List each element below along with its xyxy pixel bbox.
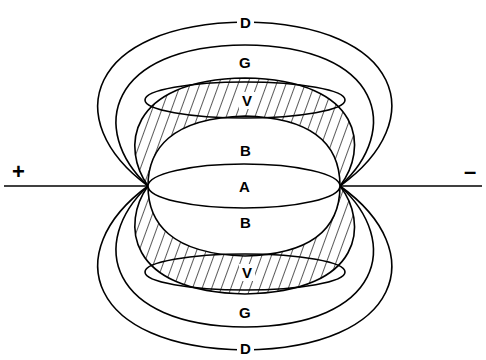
center-ellipse xyxy=(148,164,340,208)
region-letter: D xyxy=(237,340,254,357)
region-letter: B xyxy=(237,214,254,231)
band-rim xyxy=(145,82,345,118)
region-letter: V xyxy=(239,264,255,281)
region-letter: B xyxy=(237,142,254,159)
region-letter: V xyxy=(239,92,255,109)
field-line xyxy=(98,186,392,350)
region-letter: G xyxy=(236,304,254,321)
axis-line xyxy=(340,185,482,187)
polarity-sign: + xyxy=(10,161,27,183)
region-letter: D xyxy=(237,14,254,31)
axis-line xyxy=(4,185,148,187)
band-rim xyxy=(145,254,345,290)
hatched-band xyxy=(135,78,355,294)
region-letter: G xyxy=(236,54,254,71)
region-letter: A xyxy=(236,178,253,195)
field-line xyxy=(98,22,392,186)
polarity-sign: – xyxy=(462,161,478,183)
